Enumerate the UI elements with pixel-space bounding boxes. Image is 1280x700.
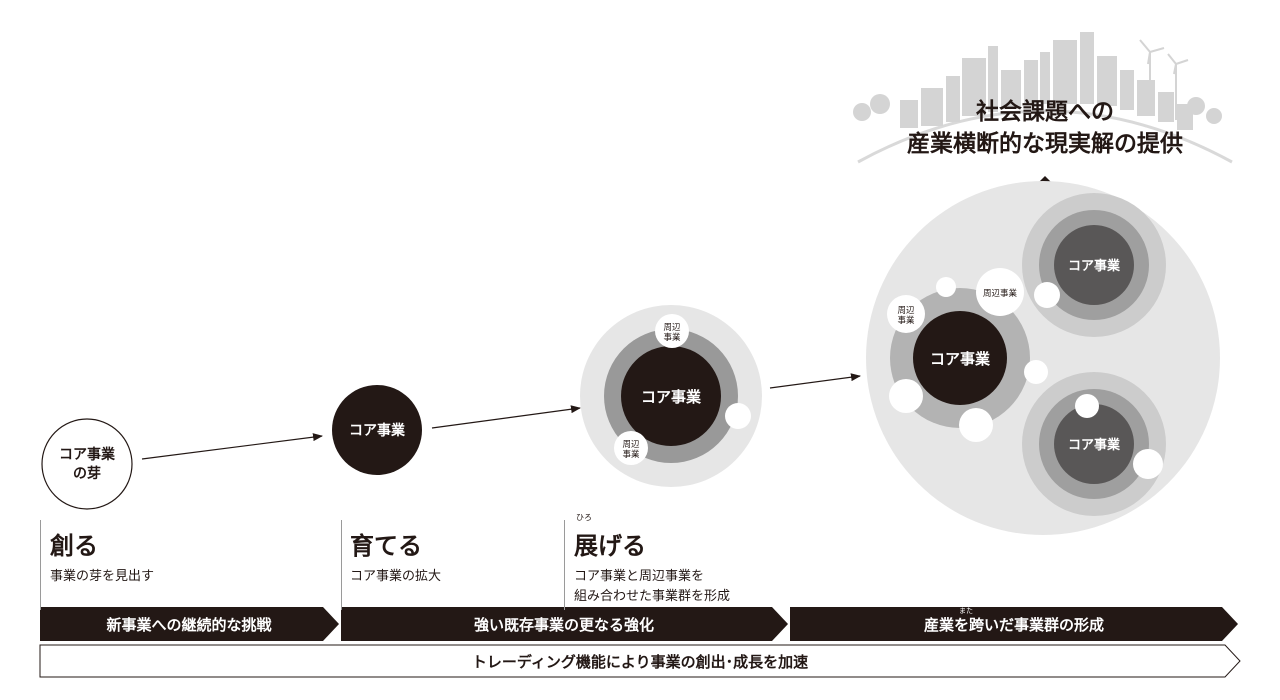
- stage-title-expand: 展げる: [574, 526, 730, 561]
- small-bubble-4: [889, 379, 923, 413]
- seed-label-line1: コア事業: [59, 446, 116, 463]
- vision-line-2: 産業横断的な現実解の提供: [860, 128, 1230, 160]
- vision-line-1: 社会課題への: [860, 96, 1230, 128]
- footer-band-label: トレーディング機能により事業の創出･成長を加速: [472, 653, 808, 671]
- small-bubble-right: [725, 403, 751, 429]
- stage-title-create: 創る: [50, 526, 154, 561]
- stage-title-grow: 育てる: [350, 526, 441, 561]
- stage-desc-expand-line2: 組み合わせた事業群を形成: [574, 587, 730, 607]
- peripheral-left-line2: 事業: [897, 315, 915, 326]
- peripheral-top-line2: 事業: [663, 332, 681, 343]
- small-bubble-6: [1075, 394, 1099, 418]
- small-bubble-2: [1034, 282, 1060, 308]
- stage-expand: 展げる コア事業と周辺事業を 組み合わせた事業群を形成: [574, 526, 730, 607]
- stage-grow: 育てる コア事業の拡大: [350, 526, 441, 587]
- peripheral-top-line1: 周辺: [663, 323, 681, 333]
- stage-create: 創る 事業の芽を見出す: [50, 526, 154, 587]
- peripheral-label-top-cluster: 周辺事業: [983, 288, 1018, 299]
- expand-core-label: コア事業: [641, 388, 702, 406]
- small-bubble-3: [1024, 360, 1048, 384]
- small-bubble-1: [936, 277, 956, 297]
- peripheral-label-top: 周辺事業: [663, 323, 681, 343]
- cluster-core-top-right-label: コア事業: [1068, 258, 1121, 274]
- band-label-1: 新事業への継続的な挑戦: [106, 616, 272, 634]
- peripheral-label-left: 周辺事業: [897, 306, 915, 326]
- peripheral-bottom-line1: 周辺: [622, 440, 640, 450]
- node-core-business-grow: コア事業: [332, 385, 422, 475]
- seed-label-line2: の芽: [73, 465, 101, 482]
- stage-divider-1: [40, 520, 41, 610]
- stage-divider-3: [564, 520, 565, 610]
- node-business-cluster: コア事業 コア事業 コア事業 周辺事業 周辺事業: [866, 181, 1220, 535]
- band-ruby-3: また: [959, 607, 973, 615]
- grow-core-label: コア事業: [349, 422, 406, 439]
- stage-ruby-expand: ひろ: [576, 512, 592, 523]
- small-bubble-7: [1133, 449, 1163, 479]
- node-core-business-expand: コア事業 周辺事業 周辺事業: [580, 305, 762, 487]
- cluster-core-main-label: コア事業: [930, 350, 991, 368]
- arrow-expand-to-cluster: [770, 376, 860, 388]
- small-bubble-5: [959, 408, 993, 442]
- stage-divider-2: [341, 520, 342, 610]
- node-core-business-seed: コア事業 の芽: [42, 419, 132, 509]
- peripheral-label-bottom: 周辺事業: [622, 440, 640, 460]
- arrow-seed-to-grow: [142, 436, 322, 459]
- band-label-2: 強い既存事業の更なる強化: [474, 616, 654, 634]
- arrow-grow-to-expand: [432, 408, 580, 428]
- stage-desc-create: 事業の芽を見出す: [50, 567, 154, 587]
- peripheral-bottom-line2: 事業: [622, 449, 640, 460]
- peripheral-left-line1: 周辺: [897, 306, 915, 316]
- cluster-core-bottom-right-label: コア事業: [1068, 437, 1121, 453]
- vision-heading: 社会課題への 産業横断的な現実解の提供: [860, 96, 1230, 160]
- band-label-3: 産業を跨いだ事業群の形成: [924, 616, 1104, 634]
- stage-desc-grow: コア事業の拡大: [350, 567, 441, 587]
- stage-desc-expand-line1: コア事業と周辺事業を: [574, 567, 730, 587]
